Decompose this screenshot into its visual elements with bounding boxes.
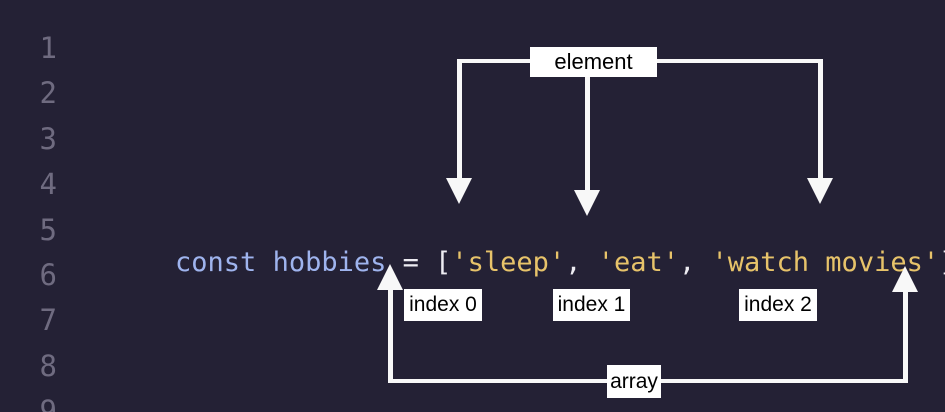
element-label: element bbox=[530, 47, 657, 77]
token-open-bracket: [ bbox=[435, 247, 452, 278]
element-connector-left-line bbox=[457, 59, 462, 180]
array-label: array bbox=[607, 365, 661, 398]
arrow-down-icon bbox=[807, 178, 833, 204]
line-number: 3 bbox=[39, 121, 57, 156]
token-const-hobbies: const hobbies bbox=[175, 247, 387, 278]
element-connector-middle-line bbox=[585, 75, 590, 192]
line-number: 9 bbox=[39, 394, 57, 412]
arrow-up-icon bbox=[377, 264, 403, 290]
line-number: 1 bbox=[39, 31, 57, 65]
token-comma: , bbox=[565, 247, 598, 278]
code-line-array-declaration[interactable]: const hobbies = ['sleep', 'eat', 'watch … bbox=[110, 212, 945, 314]
token-string-watch-movies: 'watch movies' bbox=[711, 247, 940, 278]
line-number: 5 bbox=[39, 212, 57, 247]
arrow-down-icon bbox=[446, 178, 472, 204]
token-comma: , bbox=[679, 247, 712, 278]
element-connector-right-line bbox=[818, 59, 823, 180]
line-number: 8 bbox=[39, 348, 57, 383]
index-1-label: index 1 bbox=[553, 289, 630, 321]
element-label-text: element bbox=[554, 49, 633, 74]
index-0-label-text: index 0 bbox=[409, 293, 477, 316]
line-number: 4 bbox=[39, 167, 57, 202]
arrow-down-icon bbox=[574, 190, 600, 216]
token-string-eat: 'eat' bbox=[597, 247, 679, 278]
token-equals: = bbox=[386, 247, 436, 278]
index-2-label: index 2 bbox=[739, 289, 817, 321]
array-label-text: array bbox=[610, 369, 658, 393]
token-string-sleep: 'sleep' bbox=[451, 247, 566, 278]
array-connector-right-line bbox=[903, 290, 908, 383]
line-number-gutter: 1 2 3 4 5 6 7 8 9 bbox=[0, 26, 57, 412]
token-close-bracket-semicolon: ]; bbox=[939, 247, 945, 278]
line-number: 2 bbox=[39, 76, 57, 111]
index-1-label-text: index 1 bbox=[557, 293, 626, 316]
line-number: 7 bbox=[39, 303, 57, 338]
line-number: 6 bbox=[39, 257, 57, 292]
index-2-label-text: index 2 bbox=[744, 293, 812, 316]
index-0-label: index 0 bbox=[404, 289, 482, 321]
array-connector-left-line bbox=[388, 288, 393, 383]
arrow-up-icon bbox=[892, 266, 918, 292]
